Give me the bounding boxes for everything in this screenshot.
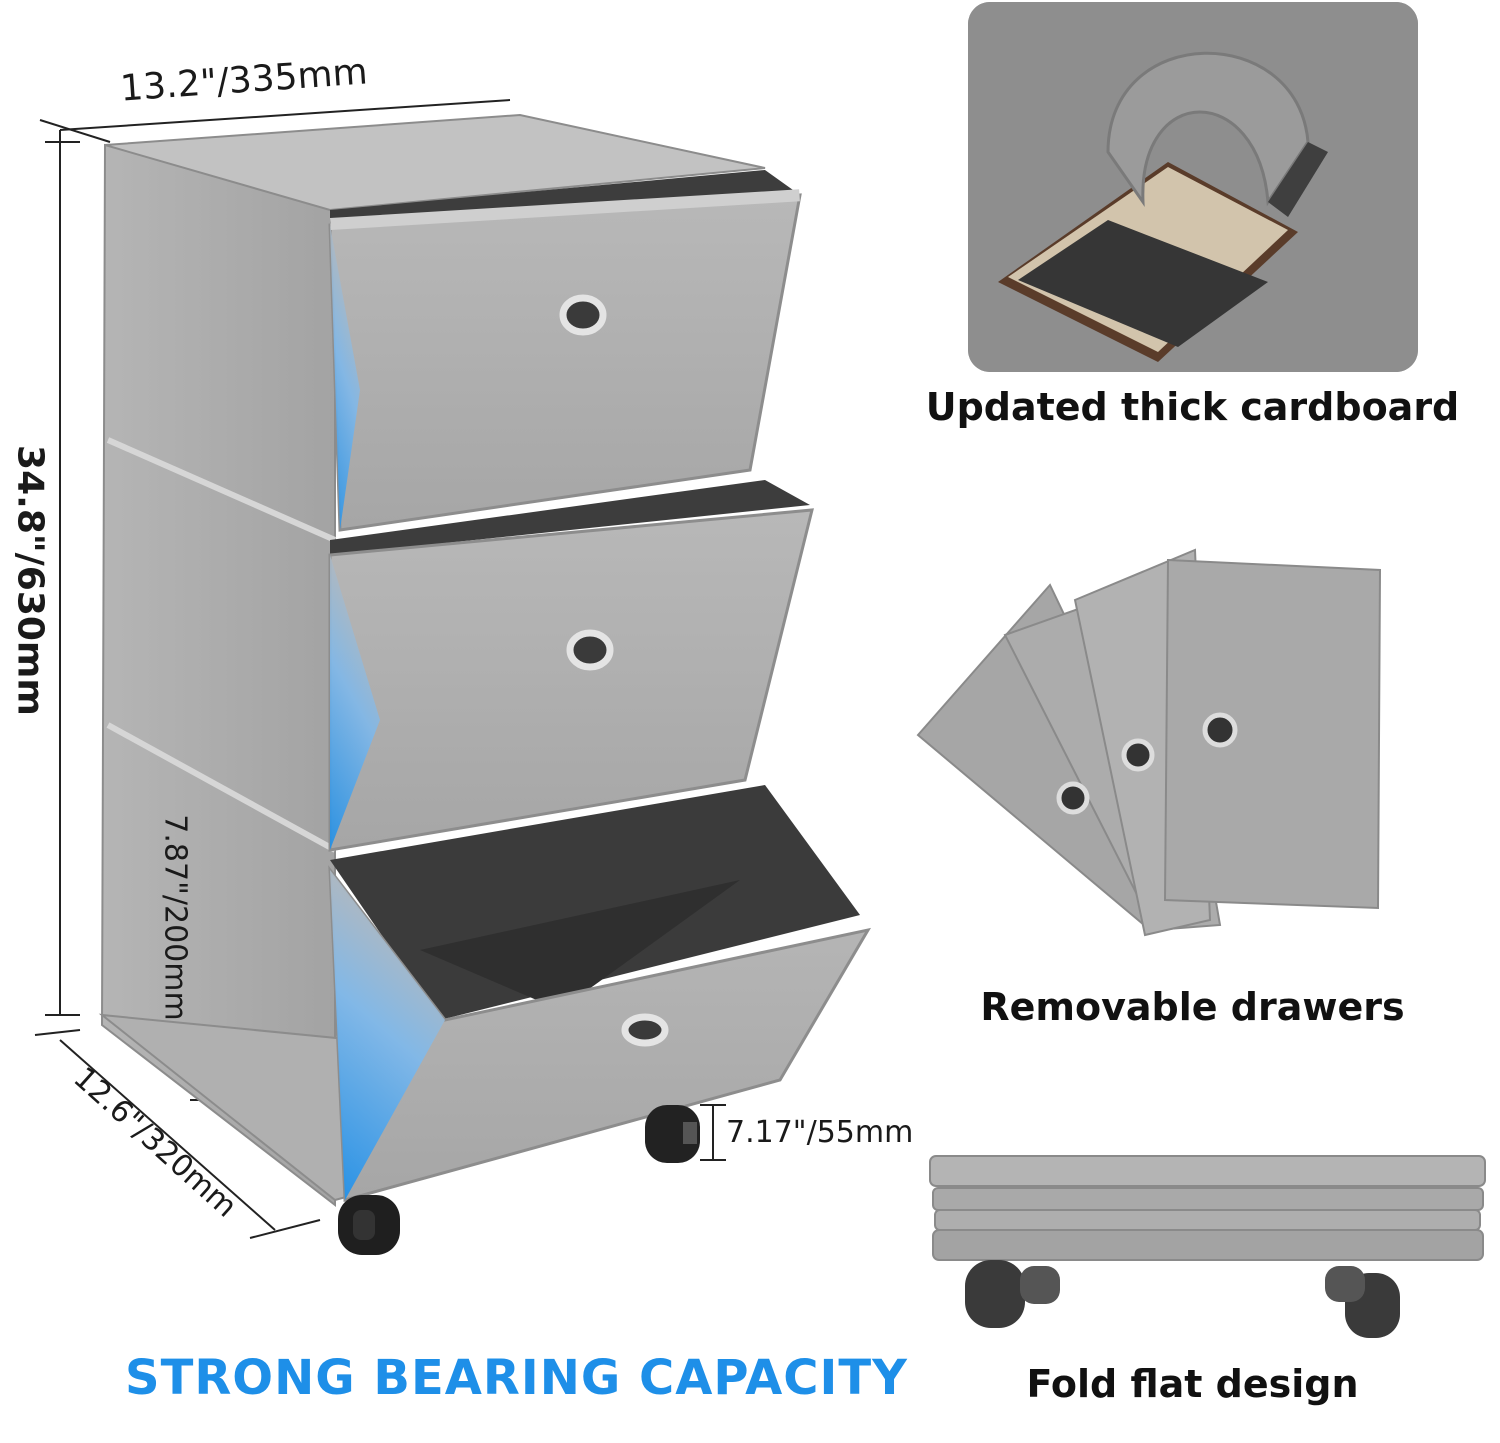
cardboard-layer-icon — [968, 2, 1418, 372]
removable-drawers-illustration — [916, 548, 1382, 937]
fold-wheels — [965, 1260, 1400, 1338]
fold-flat-illustration — [929, 1155, 1486, 1338]
drawer-bottom — [328, 785, 872, 1202]
drawer-height-label: 7.87"/200mm — [157, 814, 193, 1021]
fold-caption: Fold flat design — [1026, 1362, 1359, 1406]
wheel-height-label: 7.17"/55mm — [726, 1115, 914, 1150]
caster-wheels — [338, 1105, 700, 1255]
height-dimension-label: 34.8"/630mm — [9, 445, 51, 716]
drawer-middle — [328, 480, 814, 852]
cardboard-detail-photo — [968, 2, 1418, 372]
cabinet-top-panel — [104, 113, 766, 212]
cardboard-caption: Updated thick cardboard — [925, 385, 1460, 429]
storage-cabinet-illustration — [34, 99, 872, 1255]
drawer-top — [328, 170, 802, 532]
drawers-caption: Removable drawers — [980, 985, 1405, 1029]
strong-bearing-headline: STRONG BEARING CAPACITY — [125, 1350, 908, 1406]
